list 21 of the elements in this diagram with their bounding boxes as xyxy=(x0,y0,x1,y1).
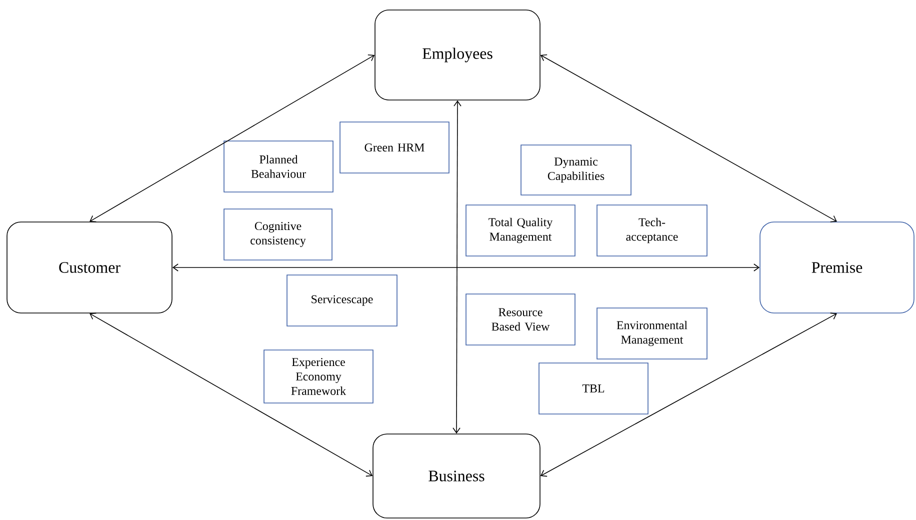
arrow xyxy=(452,100,462,434)
theory-box: Planned Beahaviour xyxy=(224,140,334,192)
arrow xyxy=(90,312,373,477)
theory-box: Experience Economy Framework xyxy=(264,350,374,404)
theory-box: Environmental Management xyxy=(596,308,708,360)
theory-box: TBL xyxy=(538,362,648,414)
theory-box: Resource Based View xyxy=(466,294,576,346)
arrow xyxy=(540,312,837,477)
theory-box: Total Quality Management xyxy=(466,204,576,256)
theory-box: Green HRM xyxy=(340,122,450,174)
arrow xyxy=(540,54,837,222)
theory-box: Servicescape xyxy=(286,274,398,326)
entity-box: Premise xyxy=(760,222,914,314)
arrow xyxy=(90,54,375,222)
theory-box: Cognitive consistency xyxy=(224,208,332,260)
arrow xyxy=(172,264,760,272)
entity-box: Customer xyxy=(6,222,172,314)
theory-box: Tech- acceptance xyxy=(596,204,708,256)
theory-box: Dynamic Capabilities xyxy=(520,144,632,196)
entity-box: Employees xyxy=(374,10,540,100)
entity-box: Business xyxy=(372,434,540,518)
